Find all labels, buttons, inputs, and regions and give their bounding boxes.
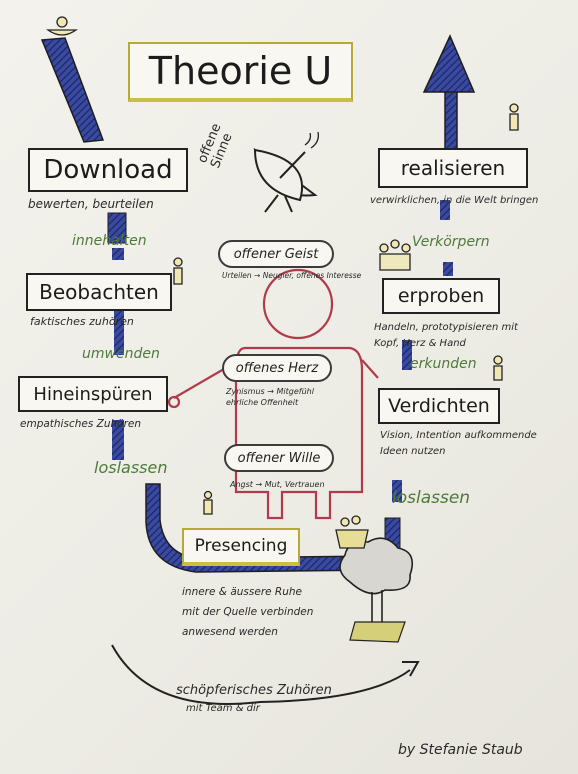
u-left-segment-1 — [107, 212, 127, 244]
download-box: Download — [28, 148, 188, 192]
realisieren-box: realisieren — [378, 148, 528, 188]
offener-wille-label: offener Wille — [237, 450, 321, 466]
verdichten-label: Verdichten — [388, 395, 490, 417]
realisieren-sub: verwirklichen, in die Welt bringen — [370, 195, 539, 206]
presencing-box: Presencing — [182, 528, 300, 566]
hineinspueren-box: Hineinspüren — [18, 376, 168, 412]
herz-sub: Zynismus → Mitgefühl ehrliche Offenheit — [226, 387, 314, 407]
u-left-segment-2 — [112, 248, 124, 260]
download-label: Download — [43, 155, 173, 185]
beobachten-label: Beobachten — [39, 280, 159, 304]
schoepferisch-label: schöpferisches Zuhören — [176, 683, 332, 698]
geist-sub: Urteilen → Neugier, offenes Interesse — [222, 271, 362, 280]
arrow-head — [422, 34, 476, 93]
erkunden-label: erkunden — [410, 356, 477, 372]
presencing-sub-3: anwesend werden — [182, 626, 278, 638]
author-signature: by Stefanie Staub — [398, 742, 523, 758]
loslassen-left-label: loslassen — [94, 458, 168, 477]
u-right-segment-4 — [440, 200, 450, 220]
curved-arrow — [111, 644, 411, 706]
people-icons — [45, 16, 519, 549]
title-box: Theorie U — [128, 42, 353, 102]
page-title: Theorie U — [148, 49, 333, 93]
schoepferisch-sub: mit Team & dir — [186, 703, 260, 714]
hineinspueren-label: Hineinspüren — [33, 383, 153, 405]
u-right-segment-2 — [392, 480, 402, 502]
presencing-sub-2: mit der Quelle verbinden — [182, 606, 314, 618]
u-right-segment-3 — [402, 340, 412, 370]
download-sub: bewerten, beurteilen — [28, 197, 154, 211]
u-left-arm-top — [40, 37, 105, 143]
tree-icon — [339, 537, 414, 643]
satellite-dish-icon — [253, 131, 319, 213]
hineinspueren-sub: empathisches Zuhören — [20, 418, 142, 430]
realisieren-label: realisieren — [400, 156, 506, 180]
offener-geist-label: offener Geist — [233, 246, 319, 262]
beobachten-box: Beobachten — [26, 273, 172, 311]
offener-geist-pill: offener Geist — [218, 240, 334, 268]
offenes-herz-pill: offenes Herz — [222, 354, 332, 382]
erproben-label: erproben — [397, 285, 485, 307]
beobachten-sub: faktisches zuhören — [30, 315, 134, 328]
erproben-box: erproben — [382, 278, 500, 314]
presencing-sub-1: innere & äussere Ruhe — [182, 586, 302, 598]
loslassen-right-label: loslassen — [392, 488, 471, 508]
erproben-sub: Handeln, prototypisieren mit Kopf, Herz … — [374, 322, 518, 349]
u-left-segment-4 — [112, 420, 124, 460]
offenes-herz-label: offenes Herz — [235, 360, 319, 376]
verdichten-box: Verdichten — [378, 388, 500, 424]
offener-wille-pill: offener Wille — [224, 444, 334, 472]
innehalten-label: innehalten — [72, 233, 147, 249]
wille-sub: Angst → Mut, Vertrauen — [230, 480, 325, 489]
presencing-label: Presencing — [194, 536, 288, 556]
u-left-segment-3 — [114, 310, 124, 355]
verkoerpern-label: Verkörpern — [412, 234, 490, 250]
u-right-segment-5 — [443, 262, 453, 276]
umwenden-label: umwenden — [82, 346, 160, 362]
verdichten-sub: Vision, Intention aufkommende Ideen nutz… — [380, 430, 537, 457]
